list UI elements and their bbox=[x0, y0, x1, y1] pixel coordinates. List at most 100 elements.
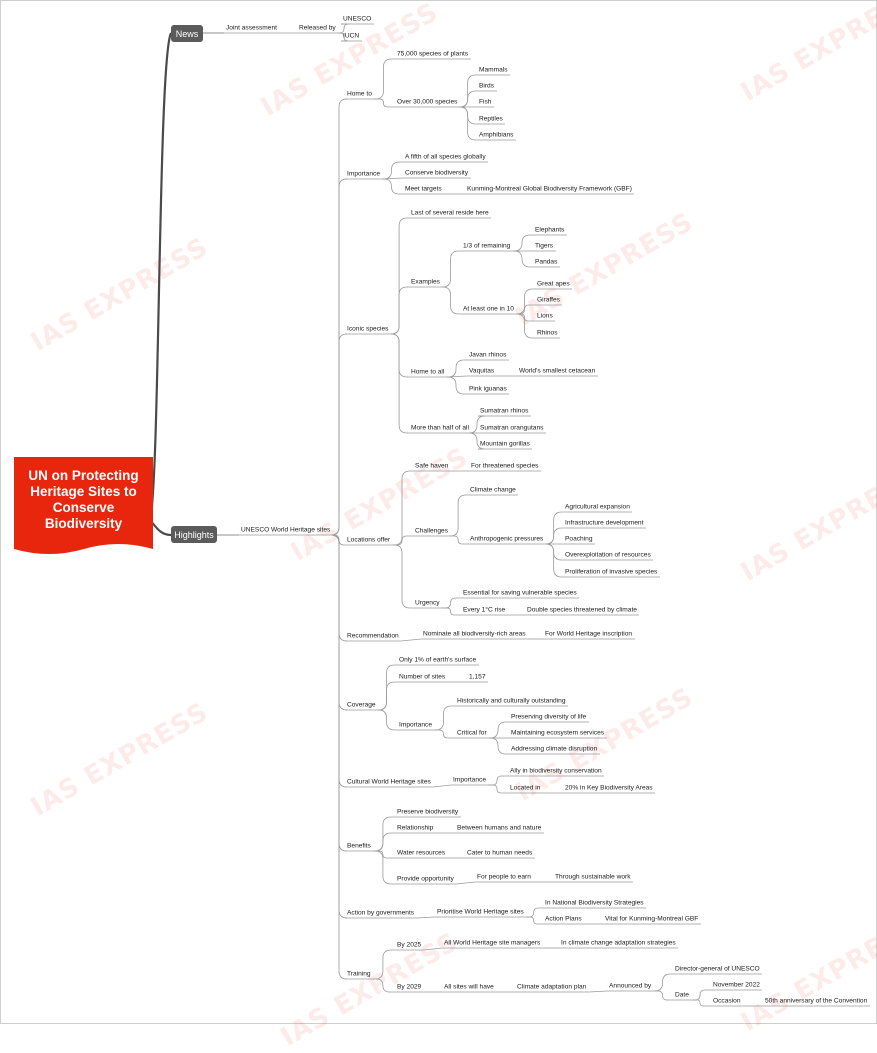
branch-highlights[interactable]: Highlights bbox=[171, 526, 217, 543]
node-iconic-species[interactable]: Iconic species bbox=[347, 325, 389, 333]
node-all-sites[interactable]: All sites will have bbox=[444, 983, 494, 991]
node-climate-change[interactable]: Climate change bbox=[470, 486, 516, 494]
node-over-30000-species[interactable]: Over 30,000 species bbox=[397, 98, 458, 106]
node-amphibians[interactable]: Amphibians bbox=[479, 131, 514, 139]
node-site-managers[interactable]: All World Heritage site managers bbox=[444, 939, 541, 947]
node-vaquitas[interactable]: Vaquitas bbox=[469, 367, 495, 375]
node-water-resources[interactable]: Water resources bbox=[397, 849, 446, 857]
node-action-by-governments[interactable]: Action by governments bbox=[347, 909, 415, 917]
node-unesco[interactable]: UNESCO bbox=[343, 15, 372, 23]
node-last-of-several[interactable]: Last of several reside here bbox=[411, 209, 489, 217]
node-coverage[interactable]: Coverage bbox=[347, 701, 376, 709]
node-earth-surface[interactable]: Only 1% of earth's surface bbox=[399, 656, 477, 664]
node-training[interactable]: Training bbox=[347, 970, 371, 978]
node-unesco-world-heritage-sites[interactable]: UNESCO World Heritage sites bbox=[241, 526, 331, 534]
node-agricultural-expansion[interactable]: Agricultural expansion bbox=[565, 503, 630, 511]
node-overexploitation[interactable]: Overexploitation of resources bbox=[565, 551, 651, 559]
node-number-of-sites[interactable]: Number of sites bbox=[399, 673, 446, 681]
node-one-third-remaining[interactable]: 1/3 of remaining bbox=[463, 242, 511, 250]
node-cultural-sites[interactable]: Cultural World Heritage sites bbox=[347, 778, 431, 786]
node-fish[interactable]: Fish bbox=[479, 98, 492, 106]
node-vital-gbf[interactable]: Vital for Kunming-Montreal GBF bbox=[605, 915, 699, 923]
node-inscription[interactable]: For World Heritage inscription bbox=[545, 630, 633, 638]
node-rhinos[interactable]: Rhinos bbox=[537, 329, 558, 337]
node-cultural-importance[interactable]: Importance bbox=[453, 776, 486, 784]
node-tigers[interactable]: Tigers bbox=[535, 242, 554, 250]
node-examples[interactable]: Examples bbox=[411, 278, 440, 286]
node-iucn[interactable]: IUCN bbox=[343, 32, 360, 40]
node-by-2025[interactable]: By 2025 bbox=[397, 941, 422, 949]
node-double-species[interactable]: Double species threatened by climate bbox=[527, 606, 637, 614]
node-date[interactable]: Date bbox=[675, 991, 689, 999]
node-importance[interactable]: Importance bbox=[347, 170, 380, 178]
node-fifth-of-species[interactable]: A fifth of all species globally bbox=[405, 153, 486, 161]
node-historically-outstanding[interactable]: Historically and culturally outstanding bbox=[457, 697, 566, 705]
node-ally[interactable]: Ally in biodiversity conservation bbox=[510, 767, 602, 775]
node-smallest-cetacean[interactable]: World's smallest cetacean bbox=[519, 367, 596, 375]
node-every-degree[interactable]: Every 1°C rise bbox=[463, 606, 506, 614]
node-infrastructure-development[interactable]: Infrastructure development bbox=[565, 519, 644, 527]
node-one-in-ten[interactable]: At least one in 10 bbox=[463, 305, 514, 313]
node-coverage-importance[interactable]: Importance bbox=[399, 721, 432, 729]
node-sustainable-work[interactable]: Through sustainable work bbox=[555, 873, 631, 881]
node-human-needs[interactable]: Cater to human needs bbox=[467, 849, 533, 857]
node-safe-haven[interactable]: Safe haven bbox=[415, 462, 449, 470]
node-giraffes[interactable]: Giraffes bbox=[537, 296, 560, 304]
node-national-strategies[interactable]: In National Biodiversity Strategies bbox=[545, 899, 644, 907]
node-gbf[interactable]: Kunming-Montreal Global Biodiversity Fra… bbox=[467, 185, 632, 193]
node-ecosystem-services[interactable]: Maintaining ecosystem services bbox=[511, 729, 605, 737]
central-topic[interactable]: UN on Protecting Heritage Sites to Conse… bbox=[14, 457, 153, 557]
node-sumatran-orangutans[interactable]: Sumatran orangutans bbox=[480, 424, 544, 432]
node-november-2022[interactable]: November 2022 bbox=[713, 981, 760, 989]
node-occasion[interactable]: Occasion bbox=[713, 997, 741, 1005]
node-provide-opportunity[interactable]: Provide opportunity bbox=[397, 875, 454, 883]
node-climate-adaptation-plan[interactable]: Climate adaptation plan bbox=[517, 983, 587, 991]
node-nominate[interactable]: Nominate all biodiversity-rich areas bbox=[423, 630, 526, 638]
node-pink-iguanas[interactable]: Pink iguanas bbox=[469, 385, 507, 393]
node-announced-by[interactable]: Announced by bbox=[609, 982, 652, 990]
node-urgency[interactable]: Urgency bbox=[415, 599, 440, 607]
node-invasive-species[interactable]: Proliferation of invasive species bbox=[565, 568, 658, 576]
node-by-2029[interactable]: By 2029 bbox=[397, 983, 422, 991]
node-benefits[interactable]: Benefits bbox=[347, 842, 371, 850]
node-lions[interactable]: Lions bbox=[537, 312, 553, 320]
node-locations-offer[interactable]: Locations offer bbox=[347, 536, 391, 544]
node-located-in[interactable]: Located in bbox=[510, 784, 541, 792]
node-essential[interactable]: Essential for saving vulnerable species bbox=[463, 589, 577, 597]
node-action-plans[interactable]: Action Plans bbox=[545, 915, 582, 923]
node-people-earn[interactable]: For people to earn bbox=[477, 873, 531, 881]
node-preserve-biodiversity[interactable]: Preserve biodiversity bbox=[397, 808, 459, 816]
node-50th-anniversary[interactable]: 50th anniversary of the Convention bbox=[765, 997, 868, 1005]
node-prioritise-sites[interactable]: Prioritise World Heritage sites bbox=[437, 908, 524, 916]
node-humans-nature[interactable]: Between humans and nature bbox=[457, 824, 542, 832]
node-home-to[interactable]: Home to bbox=[347, 90, 372, 98]
branch-news[interactable]: News bbox=[171, 25, 203, 42]
node-mammals[interactable]: Mammals bbox=[479, 66, 508, 74]
node-meet-targets[interactable]: Meet targets bbox=[405, 185, 442, 193]
node-javan-rhinos[interactable]: Javan rhinos bbox=[469, 351, 507, 359]
node-released-by[interactable]: Released by bbox=[299, 24, 336, 32]
node-climate-disruption[interactable]: Addressing climate disruption bbox=[511, 745, 598, 753]
node-sumatran-rhinos[interactable]: Sumatran rhinos bbox=[480, 407, 529, 415]
node-challenges[interactable]: Challenges bbox=[415, 527, 448, 535]
node-relationship[interactable]: Relationship bbox=[397, 824, 434, 832]
node-mountain-gorillas[interactable]: Mountain gorillas bbox=[480, 440, 530, 448]
node-home-to-all[interactable]: Home to all bbox=[411, 368, 445, 376]
node-elephants[interactable]: Elephants bbox=[535, 226, 565, 234]
node-site-count[interactable]: 1,157 bbox=[469, 673, 486, 681]
node-key-biodiversity-areas[interactable]: 20% in Key Biodiversity Areas bbox=[565, 784, 653, 792]
node-critical-for[interactable]: Critical for bbox=[457, 729, 487, 737]
node-threatened-species[interactable]: For threatened species bbox=[471, 462, 539, 470]
node-pandas[interactable]: Pandas bbox=[535, 258, 558, 266]
node-plants[interactable]: 75,000 species of plants bbox=[397, 50, 469, 58]
node-director-general[interactable]: Director-general of UNESCO bbox=[675, 965, 760, 973]
node-recommendation[interactable]: Recommendation bbox=[347, 632, 399, 640]
node-more-than-half[interactable]: More than half of all bbox=[411, 424, 469, 432]
node-preserving-diversity[interactable]: Preserving diversity of life bbox=[511, 713, 587, 721]
node-poaching[interactable]: Poaching bbox=[565, 535, 593, 543]
node-birds[interactable]: Birds bbox=[479, 82, 495, 90]
node-reptiles[interactable]: Reptiles bbox=[479, 115, 503, 123]
node-anthropogenic-pressures[interactable]: Anthropogenic pressures bbox=[470, 535, 544, 543]
node-great-apes[interactable]: Great apes bbox=[537, 280, 570, 288]
node-conserve-biodiversity[interactable]: Conserve biodiversity bbox=[405, 169, 469, 177]
